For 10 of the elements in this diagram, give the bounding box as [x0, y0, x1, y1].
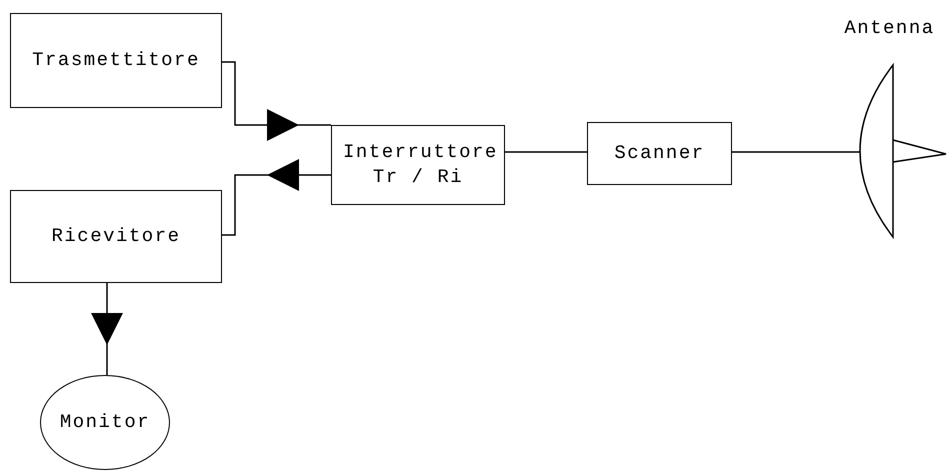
node-label: Trasmettitore — [32, 48, 200, 73]
node-label: Interruttore Tr / Ri — [343, 140, 493, 190]
process-box — [10, 190, 222, 283]
process-box — [331, 125, 505, 205]
node-label: Monitor — [60, 410, 150, 435]
node-label: Antenna — [844, 16, 935, 41]
process-box — [10, 13, 222, 108]
node-label: Scanner — [614, 141, 705, 166]
process-box — [587, 122, 732, 185]
node-label: Ricevitore — [51, 224, 181, 249]
